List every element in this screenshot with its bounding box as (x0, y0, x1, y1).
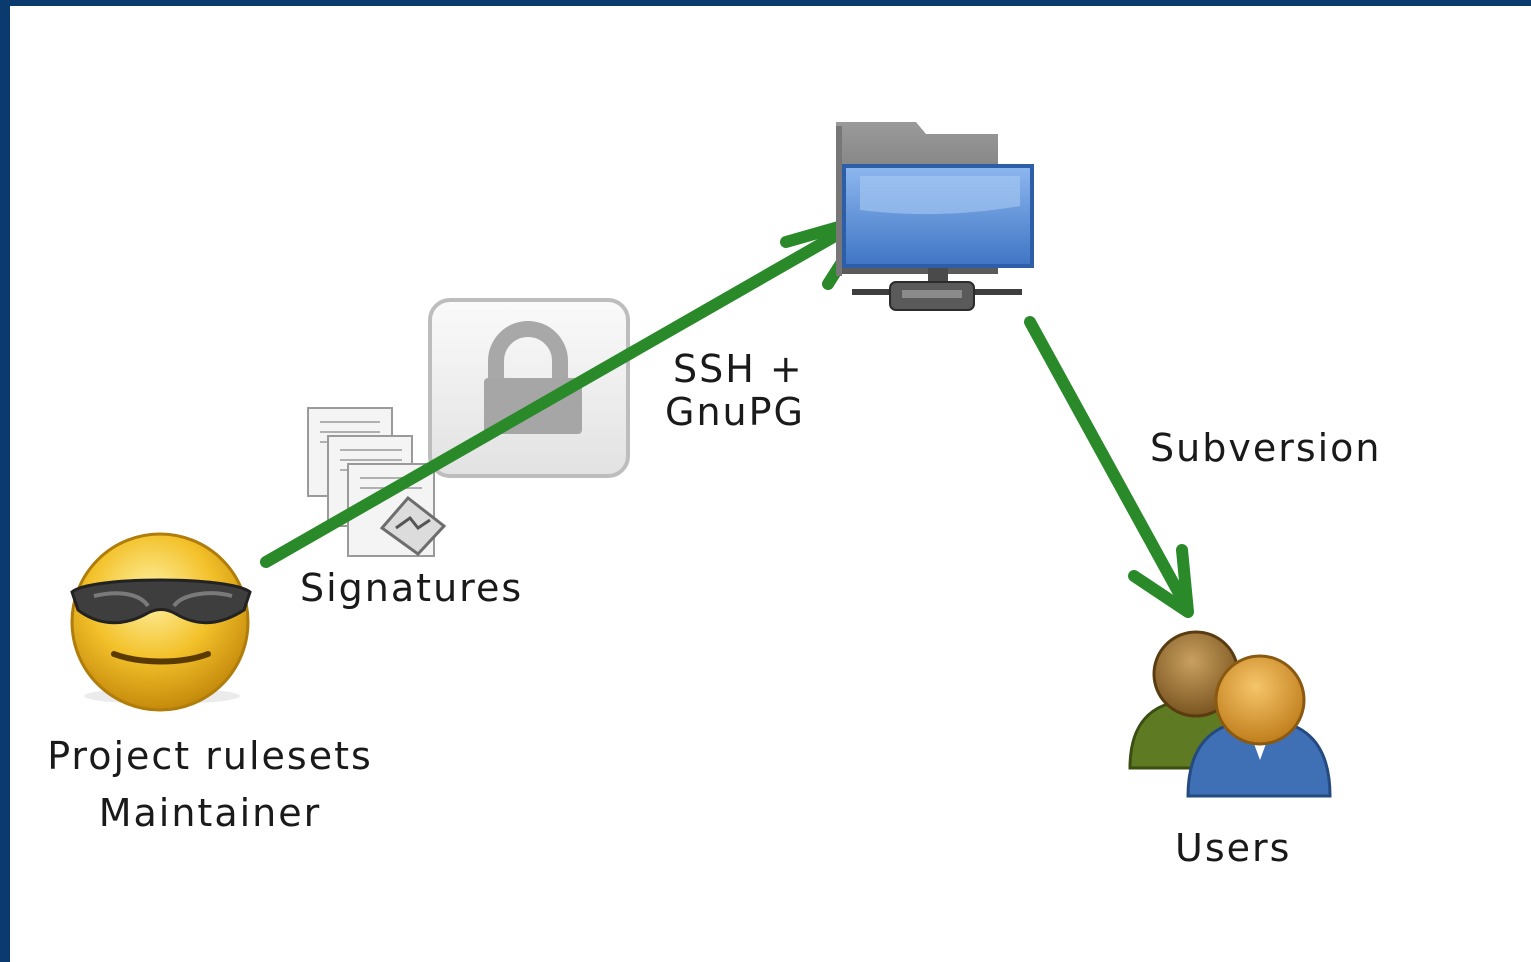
subversion-label: Subversion (1150, 426, 1382, 470)
users-group-icon (1128, 630, 1332, 798)
network-folder-icon (836, 122, 1034, 311)
diagram-canvas (70, 122, 1332, 798)
maintainer-label-line1: Project rulesets (47, 734, 373, 778)
ssh-label-line1: SSH + (673, 347, 804, 391)
maintainer-label: Project rulesets Maintainer (20, 728, 400, 842)
users-label: Users (1175, 826, 1292, 870)
signatures-label: Signatures (300, 566, 524, 610)
ssh-label-line2: GnuPG (665, 390, 805, 434)
ssh-gnupg-label: SSH + GnuPG (665, 348, 805, 434)
diagram-frame: Project rulesets Maintainer Signatures S… (10, 6, 1531, 962)
maintainer-label-line2: Maintainer (98, 791, 322, 835)
signed-documents-icon (307, 407, 447, 557)
subversion-arrow (1024, 316, 1194, 618)
cool-smiley-icon (70, 532, 252, 712)
